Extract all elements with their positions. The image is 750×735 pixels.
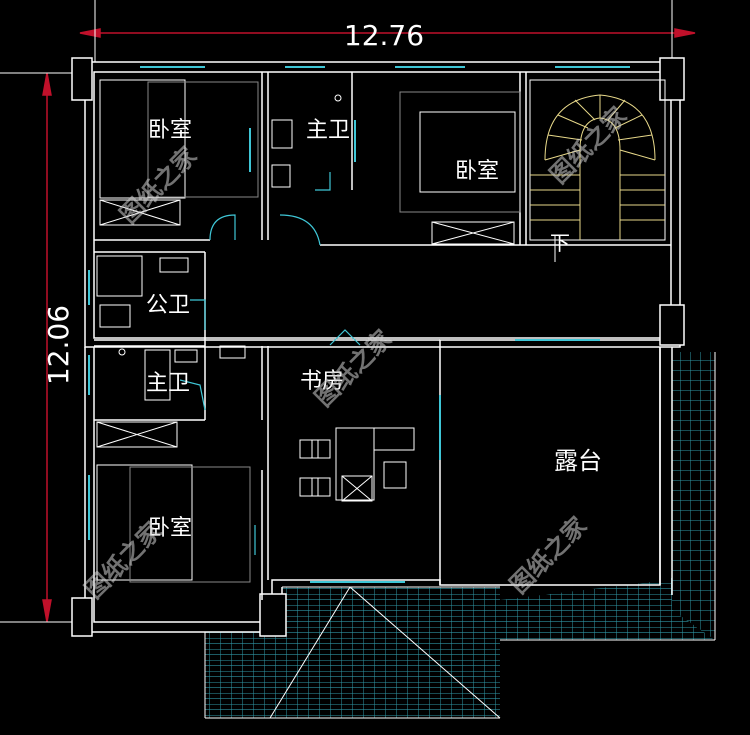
- bed-top-right: [419, 111, 516, 193]
- room-label-bedroom-bottom-left: 卧室: [148, 516, 192, 541]
- height-arrow-top: [42, 72, 52, 96]
- extension-lines: [0, 0, 673, 623]
- furniture: [96, 79, 521, 583]
- width-arrow-left: [79, 28, 101, 38]
- walls: [71, 57, 685, 637]
- watermark-4: 图纸之家: [79, 517, 167, 605]
- roof-tile-side: [672, 352, 715, 640]
- windows: [88, 66, 630, 583]
- staircase: [529, 79, 666, 241]
- toilet-public: [99, 304, 131, 328]
- watermark-5: 图纸之家: [504, 512, 592, 600]
- height-dimension-label: 12.06: [42, 305, 75, 385]
- door-study: [329, 329, 361, 346]
- dimension-lines: [42, 28, 696, 623]
- roof-tile-center: [270, 587, 500, 718]
- width-arrow-right: [674, 28, 696, 38]
- shower-public: [96, 255, 143, 297]
- stair-down-label: 下: [550, 231, 570, 255]
- door-bath-master: [279, 214, 321, 246]
- height-arrow-bottom: [42, 599, 52, 623]
- room-label-bedroom-top-right: 卧室: [455, 159, 499, 184]
- roof-tile-left: [205, 587, 350, 718]
- room-label-bedroom-top-left: 卧室: [148, 118, 192, 143]
- watermark-1: 图纸之家: [114, 142, 202, 230]
- outer-wall-upper: [84, 61, 681, 348]
- toilet-master: [271, 119, 293, 149]
- door-public-bath: [190, 299, 206, 330]
- room-label-master-bath: 主卫: [306, 118, 350, 143]
- room-label-study: 书房: [300, 369, 344, 394]
- study-desk: [335, 427, 375, 501]
- study-chair: [383, 461, 407, 489]
- roof-tiles: [204, 352, 716, 719]
- room-label-terrace: 露台: [554, 447, 602, 475]
- room-label-public-bath: 公卫: [146, 293, 190, 318]
- door-bedroom-1: [209, 214, 236, 241]
- tub-second-bath: [144, 349, 171, 401]
- room-labels: 卧室 主卫 卧室 公卫 主卫 书房 露台 卧室: [146, 118, 602, 541]
- bed-top-left: [99, 79, 186, 199]
- room-label-second-bath: 主卫: [146, 371, 190, 396]
- roof-tile-right: [500, 560, 715, 640]
- bed-bottom-left: [96, 464, 193, 581]
- door-bath-inner: [315, 172, 331, 191]
- doors: [179, 172, 361, 555]
- width-dimension-label: 12.76: [344, 19, 424, 52]
- door-second-bath: [179, 379, 206, 411]
